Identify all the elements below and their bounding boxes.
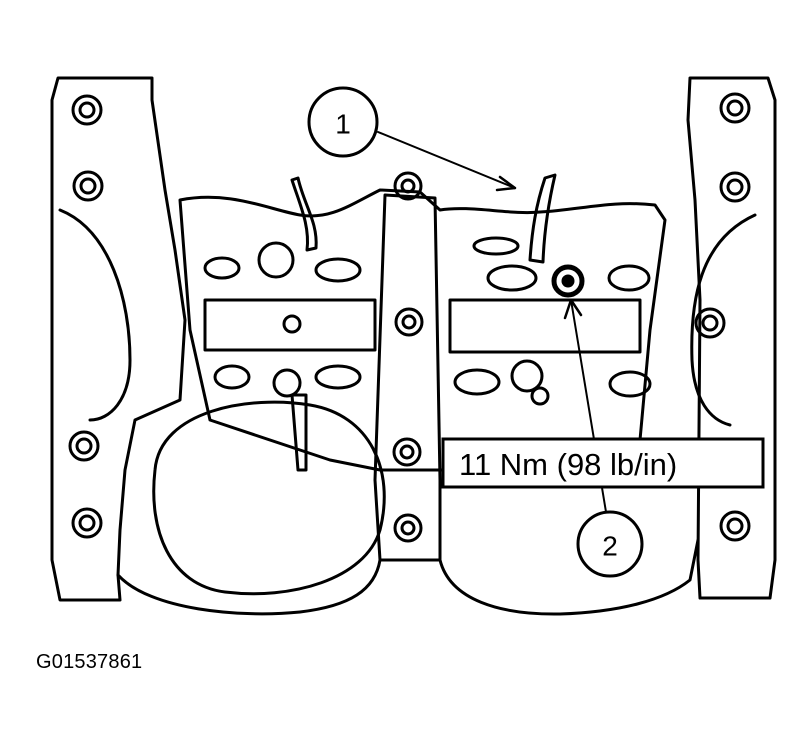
- cylinder-bore-right: [438, 538, 700, 616]
- engine-block-right-outline: [686, 76, 777, 600]
- oil-hole: [213, 364, 251, 390]
- oil-hole: [486, 264, 538, 292]
- oil-hole: [453, 368, 501, 396]
- retaining-bolt-head: [551, 264, 585, 298]
- dowel-hole: [530, 386, 550, 406]
- callout-2: 2: [576, 510, 644, 578]
- callout-2-number: 2: [602, 531, 618, 562]
- left-flange-curve: [58, 208, 132, 422]
- flange-bolt: [694, 307, 726, 339]
- bolt: [272, 368, 302, 398]
- flange-bolt: [726, 99, 744, 117]
- dowel-hole: [282, 314, 302, 334]
- flange-bolt: [719, 171, 751, 203]
- flange-bolt: [79, 177, 97, 195]
- oil-jet-nozzle-lower: [290, 393, 308, 472]
- engine-block-outline: [50, 76, 187, 602]
- main-bearing-cap-left: [178, 188, 667, 472]
- flange-bolt: [78, 514, 96, 532]
- web-bolt: [392, 437, 422, 467]
- cylinder-bore-left-rim: [116, 558, 382, 616]
- oil-jet-nozzle-left: [290, 176, 318, 252]
- torque-spec-label: 11 Nm (98 lb/in): [459, 447, 677, 482]
- flange-bolt: [719, 92, 751, 124]
- web-bolt: [393, 513, 423, 543]
- flange-bolt: [75, 437, 93, 455]
- leader-arrow-2: [563, 298, 583, 320]
- web-bolt: [400, 520, 416, 536]
- flange-bolt: [719, 510, 751, 542]
- flange-bolt: [78, 101, 96, 119]
- flange-bolt: [72, 170, 104, 202]
- right-flange-curve: [690, 213, 757, 427]
- flange-bolt: [68, 430, 100, 462]
- bolt: [257, 241, 295, 279]
- flange-bolt: [726, 517, 744, 535]
- leader-line-1: [377, 131, 516, 189]
- oil-hole: [314, 257, 362, 283]
- gallery-left: [203, 298, 377, 352]
- torque-spec-box: 11 Nm (98 lb/in): [441, 437, 765, 489]
- cylinder-bore-left: [152, 400, 386, 596]
- web-bolt: [393, 171, 423, 201]
- oil-hole: [607, 264, 651, 292]
- oil-jet-nozzle-right: [528, 173, 557, 264]
- bolt: [510, 359, 544, 393]
- callout-1: 1: [307, 86, 379, 158]
- oil-hole: [608, 370, 652, 398]
- gallery-right: [448, 298, 642, 354]
- oil-hole: [203, 256, 241, 280]
- flange-bolt: [701, 314, 719, 332]
- web-bolt: [401, 314, 417, 330]
- figure-id: G01537861: [36, 651, 143, 673]
- oil-hole: [472, 236, 520, 256]
- oil-hole: [314, 364, 362, 390]
- callout-1-number: 1: [335, 109, 351, 140]
- web-bolt: [394, 307, 424, 337]
- flange-bolt: [71, 94, 103, 126]
- flange-bolt: [726, 178, 744, 196]
- retaining-bolt-center: [561, 274, 575, 288]
- flange-bolt: [71, 507, 103, 539]
- web-bolt: [400, 178, 416, 194]
- web-bolt: [399, 444, 415, 460]
- leader-arrow-1: [495, 175, 517, 192]
